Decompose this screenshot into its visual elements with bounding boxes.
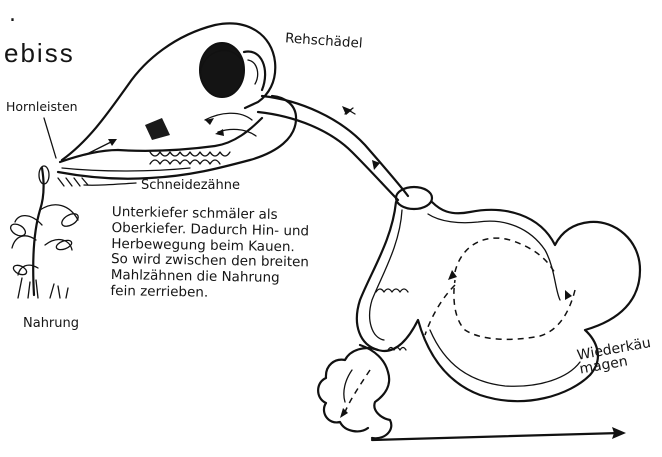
flow-arrow-icon <box>612 427 626 439</box>
incisors-leader <box>84 183 136 185</box>
horn-ridges-label: Hornleisten <box>6 101 78 114</box>
horn-ridges-leader <box>44 118 56 158</box>
jaw-explanation-note: Unterkiefer schmäler als Oberkiefer. Dad… <box>110 205 310 303</box>
esophagus-drawing <box>258 96 408 200</box>
skull-drawing <box>58 23 296 186</box>
nasal-cavity <box>145 118 170 140</box>
page-title: ebiss <box>4 40 75 66</box>
plant-drawing <box>9 166 81 298</box>
flow-arrow-icon <box>342 106 352 115</box>
incisors-label: Schneidezähne <box>141 179 240 192</box>
page-dot: . <box>9 4 16 26</box>
food-label: Nahrung <box>23 317 79 330</box>
